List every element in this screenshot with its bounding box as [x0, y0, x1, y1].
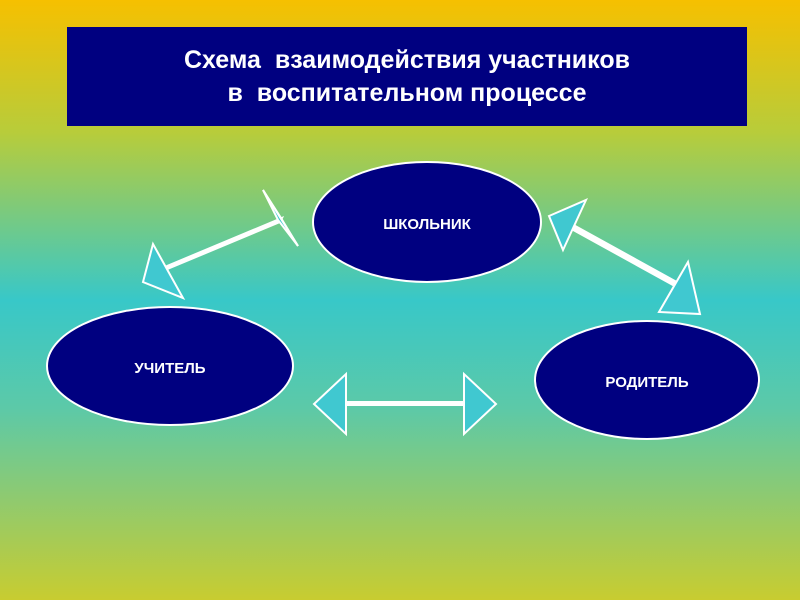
node-teacher-label: УЧИТЕЛЬ [134, 360, 205, 377]
arrow-shaft [345, 401, 465, 406]
arrow-teacher-parent [312, 371, 498, 437]
title-line-1: Схема взаимодействия участников [183, 45, 631, 74]
node-parent-label: РОДИТЕЛЬ [605, 374, 688, 391]
node-teacher: УЧИТЕЛЬ [46, 306, 294, 426]
title-line-2: в воспитательном процессе [227, 78, 587, 107]
node-student: ШКОЛЬНИК [312, 161, 542, 283]
title-box: Схема взаимодействия участников в воспит… [67, 27, 747, 126]
node-parent: РОДИТЕЛЬ [534, 320, 760, 440]
arrow-student-parent [547, 198, 702, 316]
node-student-label: ШКОЛЬНИК [383, 216, 471, 233]
arrow-teacher-student [141, 189, 299, 300]
